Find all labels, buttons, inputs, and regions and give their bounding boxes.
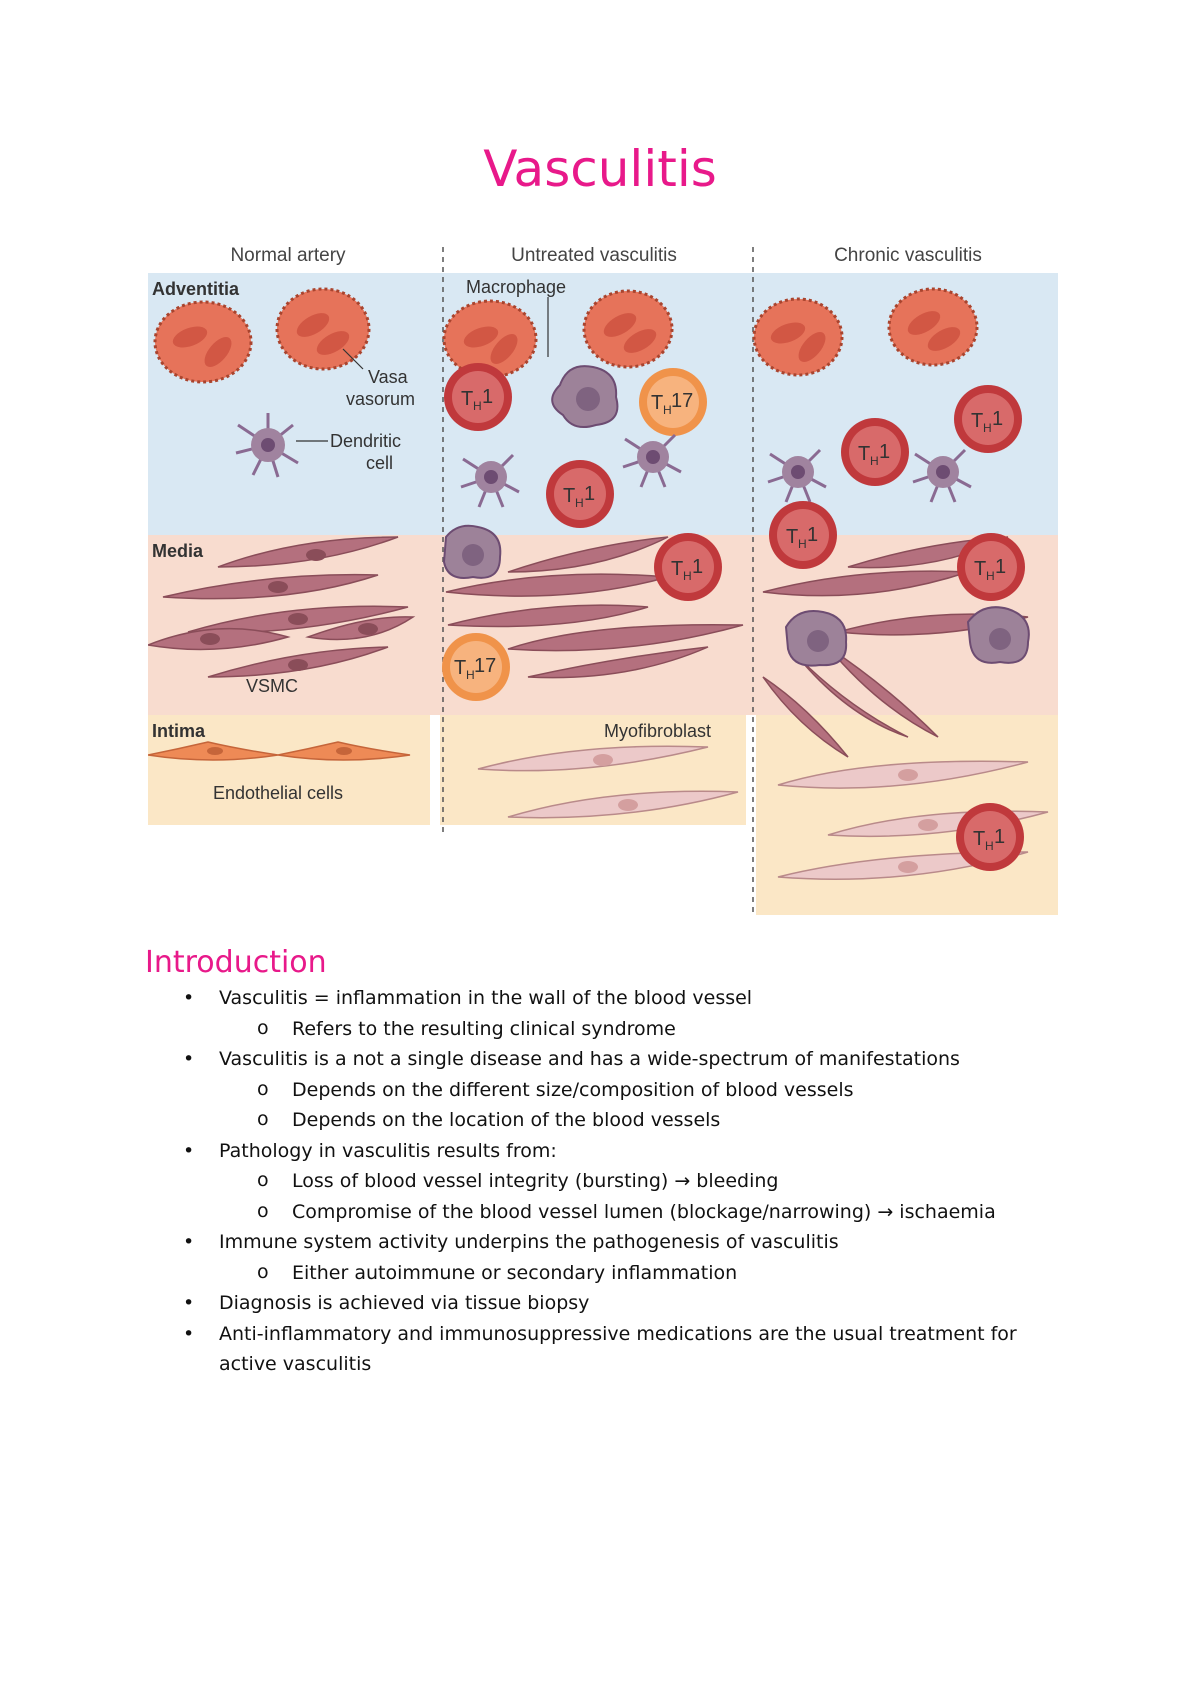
introduction-list: •Vasculitis = inflammation in the wall o… — [145, 983, 1075, 1380]
vasa-vasorum-vessel — [582, 289, 674, 369]
list-item: •Immune system activity underpins the pa… — [145, 1227, 1075, 1258]
svg-text:1: 1 — [992, 408, 1003, 430]
svg-text:T: T — [461, 388, 473, 410]
dendritic-cell — [460, 453, 520, 508]
th1-cell: T H 1 — [769, 501, 837, 569]
vasa-vasorum-vessel — [275, 287, 371, 371]
column-header-chronic: Chronic vasculitis — [834, 245, 982, 266]
svg-text:T: T — [454, 657, 466, 679]
bullet-marker: • — [183, 1292, 195, 1314]
bullet-marker: o — [257, 1199, 269, 1222]
bullet-marker: • — [183, 987, 195, 1009]
th1-cell: T H 1 — [546, 460, 614, 528]
column-header-normal: Normal artery — [230, 245, 346, 266]
bullet-marker: o — [257, 1260, 269, 1283]
svg-text:H: H — [986, 569, 995, 583]
label-vasa: Vasa — [368, 367, 409, 387]
svg-text:T: T — [563, 485, 575, 507]
svg-text:1: 1 — [807, 524, 818, 546]
svg-text:T: T — [858, 443, 870, 465]
label-cell: cell — [366, 453, 393, 473]
svg-text:17: 17 — [474, 655, 496, 677]
dendritic-cell — [235, 413, 299, 478]
bullet-marker: • — [183, 1139, 195, 1162]
th1-cell: T H 1 — [957, 533, 1025, 601]
layer-label-media: Media — [152, 541, 204, 561]
list-item: •Vasculitis is a not a single disease an… — [145, 1044, 1075, 1075]
page-title: Vasculitis — [483, 140, 717, 198]
bullet-marker: • — [183, 1048, 195, 1070]
list-item: •Diagnosis is achieved via tissue biopsy — [145, 1288, 1075, 1319]
svg-text:H: H — [466, 668, 475, 682]
bullet-marker: • — [183, 1322, 195, 1345]
svg-text:H: H — [663, 403, 672, 417]
svg-text:T: T — [971, 410, 983, 432]
bullet-marker: o — [257, 1169, 269, 1191]
macrophage-cell — [784, 610, 848, 667]
macrophage-cell — [442, 524, 502, 579]
list-item: •Pathology in vasculitis results from: — [145, 1136, 1075, 1167]
label-endothelial: Endothelial cells — [213, 783, 343, 803]
th1-cell: T H 1 — [444, 363, 512, 431]
dendritic-cell — [622, 433, 682, 488]
dendritic-cell — [767, 448, 827, 503]
vasa-vasorum-vessel — [752, 297, 844, 377]
svg-text:H: H — [473, 399, 482, 413]
svg-text:1: 1 — [995, 556, 1006, 578]
label-vasorum: vasorum — [346, 389, 415, 409]
macrophage-cell — [551, 365, 619, 428]
svg-text:T: T — [671, 558, 683, 580]
svg-text:H: H — [575, 496, 584, 510]
th1-cell: T H 1 — [956, 803, 1024, 871]
layer-label-intima: Intima — [152, 721, 206, 741]
section-heading-introduction: Introduction — [145, 945, 327, 980]
vasa-vasorum-vessel — [887, 287, 979, 367]
bullet-marker: o — [257, 1108, 269, 1130]
label-dendritic: Dendritic — [330, 431, 401, 451]
svg-text:T: T — [786, 526, 798, 548]
svg-text:H: H — [985, 839, 994, 853]
layer-label-adventitia: Adventitia — [152, 279, 240, 299]
bullet-marker: o — [257, 1016, 269, 1039]
svg-text:H: H — [983, 421, 992, 435]
list-item: •Anti-inflammatory and immunosuppressive… — [145, 1319, 1075, 1350]
svg-text:1: 1 — [692, 556, 703, 578]
bullet-marker: • — [183, 1231, 195, 1253]
svg-text:H: H — [683, 569, 692, 583]
th1-cell: T H 1 — [654, 533, 722, 601]
th1-cell: T H 1 — [954, 385, 1022, 453]
column-header-untreated: Untreated vasculitis — [511, 245, 677, 266]
svg-text:17: 17 — [671, 390, 693, 412]
svg-text:1: 1 — [584, 483, 595, 505]
bullet-marker: o — [257, 1077, 269, 1100]
svg-text:H: H — [870, 454, 879, 468]
svg-text:T: T — [974, 558, 986, 580]
svg-text:1: 1 — [482, 386, 493, 408]
intima-band-normal — [148, 715, 430, 825]
th1-cell: T H 1 — [841, 418, 909, 486]
dendritic-cell — [912, 448, 972, 503]
svg-text:T: T — [973, 828, 985, 850]
th17-cell: T H 17 — [442, 633, 510, 701]
svg-text:1: 1 — [994, 826, 1005, 848]
th17-cell: T H 17 — [639, 368, 707, 436]
svg-text:H: H — [798, 537, 807, 551]
label-myofibroblast: Myofibroblast — [604, 721, 711, 741]
label-macrophage: Macrophage — [466, 277, 566, 297]
vasa-vasorum-vessel — [153, 300, 253, 384]
list-item-continuation: active vasculitis — [219, 1353, 372, 1375]
list-item: •Vasculitis = inflammation in the wall o… — [145, 983, 1075, 1014]
svg-text:1: 1 — [879, 441, 890, 463]
svg-text:T: T — [651, 392, 663, 414]
vasculitis-figure: Normal artery Untreated vasculitis Chron… — [148, 245, 1058, 917]
macrophage-cell — [966, 606, 1030, 664]
label-vsmc: VSMC — [246, 676, 298, 696]
